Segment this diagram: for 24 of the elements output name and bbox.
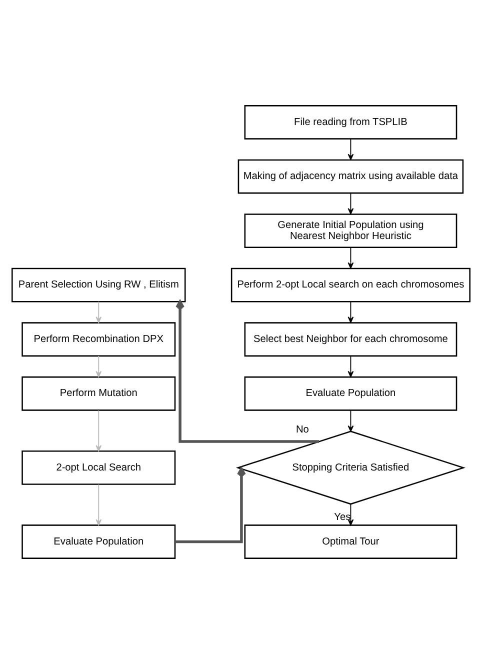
node-box: Optimal Tour [244, 524, 458, 559]
arrow [96, 355, 102, 378]
node-box: Perform 2-opt Local search on each chromosomes [230, 268, 470, 302]
node-box: Evaluate Population [244, 376, 458, 411]
node-box: 2-opt Local Search [22, 450, 176, 485]
node-box: Perform Mutation [22, 376, 176, 411]
arrow [348, 410, 354, 432]
arrow [96, 484, 102, 526]
arrow [348, 355, 354, 378]
node-box: Parent Selection Using RW , Elitism [12, 268, 186, 302]
arrow [96, 301, 102, 323]
arrow [348, 246, 354, 269]
arrow [96, 410, 102, 452]
node-box: Evaluate Population [22, 524, 176, 559]
node-box: Perform Recombination DPX [22, 322, 176, 357]
node-box: Making of adjacency matrix using available data [238, 159, 464, 194]
arrow [348, 138, 354, 160]
node-box: Generate Initial Population using Nearest Neighbor Heuristic [244, 214, 458, 248]
arrow [175, 468, 246, 544]
edge-label: Yes [334, 512, 351, 524]
node-box: Select best Neighbor for each chromosome [244, 322, 458, 357]
arrow [348, 301, 354, 323]
node-box: File reading from TSPLIB [244, 105, 458, 140]
arrow [176, 300, 319, 443]
